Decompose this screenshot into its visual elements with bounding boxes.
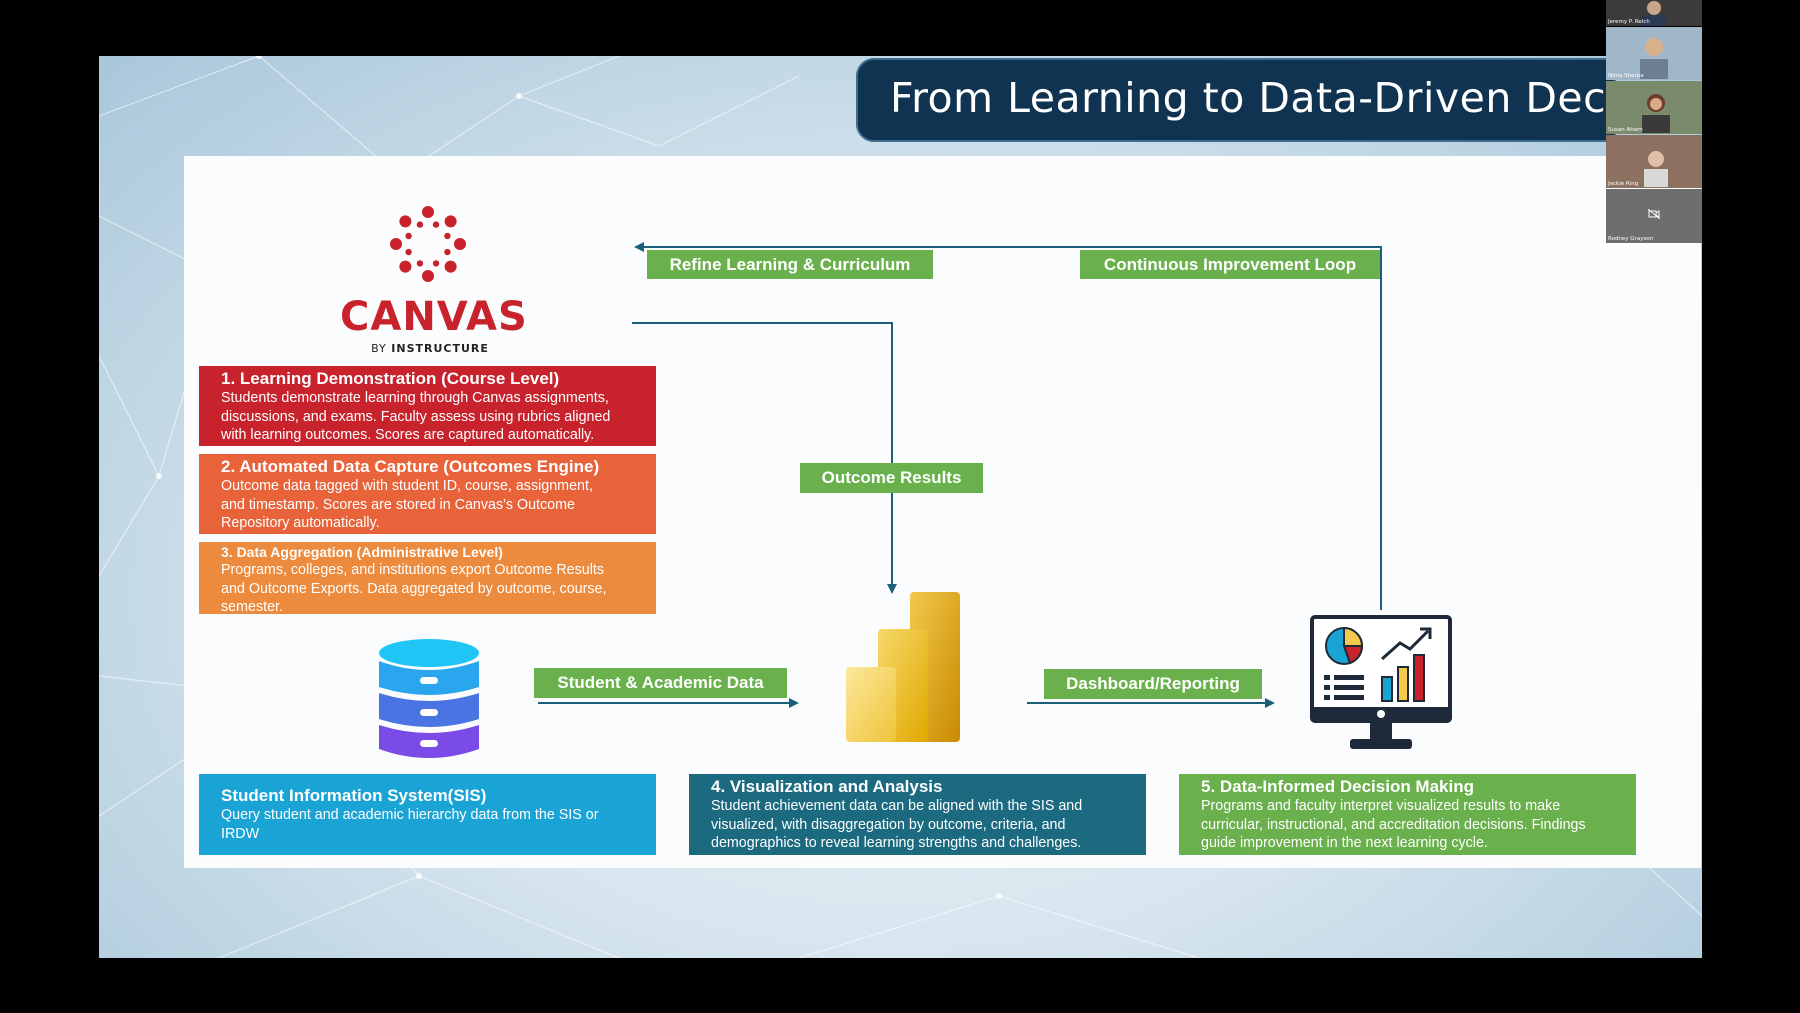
data-aggregation-line-2: and Outcome Exports. Data aggregated by … [221, 580, 607, 597]
canvas-byline: BY INSTRUCTURE [340, 342, 520, 355]
data-aggregation-line-1: Programs, colleges, and institutions exp… [221, 562, 605, 578]
canvas-logo-dot [432, 260, 440, 267]
participant-name: Jackie Ring [1608, 181, 1639, 187]
decision-box: 5. Data-Informed Decision Making Program… [1179, 774, 1636, 855]
participant-name: Rodney Grayson [1608, 236, 1654, 242]
data-capture-line-2: and timestamp. Scores are stored in Canv… [221, 496, 575, 513]
visualization-line-2: visualized, with disaggregation by outco… [711, 816, 1066, 833]
participant-tile[interactable]: Rodney Grayson [1606, 189, 1702, 243]
camera-off-icon [1648, 209, 1660, 219]
canvas-wordmark: CANVAS [340, 294, 528, 340]
visualization-line-3: demographics to reveal learning strength… [711, 835, 1082, 851]
canvas-logo-dot [416, 260, 424, 267]
dashboard-monitor-icon [1310, 615, 1452, 749]
visualization-heading: 4. Visualization and Analysis [711, 777, 943, 796]
canvas-logo-dot [454, 238, 466, 250]
data-aggregation-heading: 3. Data Aggregation (Administrative Leve… [221, 544, 503, 560]
learning-demonstration-line-1: Students demonstrate learning through Ca… [221, 390, 609, 406]
sis-line-1: Query student and academic hierarchy dat… [221, 807, 599, 823]
participant-tile[interactable]: Jeremy P. Reich [1606, 0, 1702, 26]
decision-heading: 5. Data-Informed Decision Making [1201, 777, 1474, 796]
participant-video-icon [1642, 1, 1666, 26]
decision-line-1: Programs and faculty interpret visualize… [1201, 798, 1561, 814]
canvas-logo-dot [399, 260, 412, 273]
slide-title: From Learning to Data-Driven Decis [890, 74, 1616, 122]
canvas-logo-dot [405, 232, 412, 240]
sis-box: Student Information System(SIS) Query st… [199, 774, 656, 855]
participant-tiles: Jeremy P. Reich Nima Sherpa Susan Ahern … [1606, 0, 1702, 243]
participant-name: Nima Sherpa [1608, 73, 1644, 79]
canvas-logo-dot [444, 232, 451, 240]
participant-tile[interactable]: Jackie Ring [1606, 135, 1702, 188]
student-academic-data-tag: Student & Academic Data [534, 668, 787, 698]
visualization-box: 4. Visualization and Analysis Student ac… [689, 774, 1146, 855]
data-aggregation-box: 3. Data Aggregation (Administrative Leve… [199, 542, 656, 614]
sis-heading: Student Information System(SIS) [221, 786, 487, 805]
canvas-logo-dot [444, 260, 457, 273]
canvas-logo-dot [399, 215, 412, 228]
slide-title-bar: From Learning to Data-Driven Decis [856, 58, 1616, 142]
canvas-logo-dot [432, 221, 440, 228]
visualization-line-1: Student achievement data can be aligned … [711, 798, 1083, 814]
learning-demonstration-box: 1. Learning Demonstration (Course Level)… [199, 366, 656, 446]
canvas-logo-icon [390, 206, 466, 282]
data-aggregation-line-3: semester. [221, 599, 283, 614]
canvas-by: BY [371, 342, 387, 355]
canvas-brand: INSTRUCTURE [391, 342, 489, 355]
database-icon [379, 639, 479, 758]
sis-line-2: IRDW [221, 825, 260, 842]
loop-arrow [634, 242, 1382, 610]
participant-tile[interactable]: Susan Ahern [1606, 81, 1702, 134]
dashboard-reporting-tag: Dashboard/Reporting [1044, 669, 1262, 699]
participant-name: Susan Ahern [1608, 127, 1643, 133]
canvas-logo-dot [422, 206, 434, 218]
canvas-logo-dot [390, 238, 402, 250]
canvas-logo-dot [444, 215, 457, 228]
data-capture-line-1: Outcome data tagged with student ID, cou… [221, 478, 593, 494]
canvas-logo-dot [422, 270, 434, 282]
outcome-arrow [632, 322, 897, 594]
participant-video-icon [1640, 38, 1668, 79]
outcome-results-tag: Outcome Results [800, 463, 983, 493]
canvas-logo-dot [444, 248, 451, 256]
canvas-logo-dot [416, 221, 424, 228]
participant-tile[interactable]: Nima Sherpa [1606, 27, 1702, 80]
learning-demonstration-heading: 1. Learning Demonstration (Course Level) [221, 369, 560, 388]
data-capture-box: 2. Automated Data Capture (Outcomes Engi… [199, 454, 656, 534]
decision-line-2: curricular, instructional, and accredita… [1201, 816, 1586, 833]
decision-line-3: guide improvement in the next learning c… [1201, 835, 1488, 851]
power-bi-icon [846, 592, 960, 742]
participant-name: Jeremy P. Reich [1608, 19, 1650, 25]
participant-video-icon [1644, 151, 1668, 187]
data-capture-heading: 2. Automated Data Capture (Outcomes Engi… [221, 457, 600, 476]
canvas-logo-dot [405, 248, 412, 256]
learning-demonstration-line-3: with learning outcomes. Scores are captu… [221, 427, 595, 443]
participant-video-icon [1642, 94, 1670, 133]
learning-demonstration-line-2: discussions, and exams. Faculty assess u… [221, 408, 611, 425]
continuous-improvement-tag: Continuous Improvement Loop [1080, 250, 1380, 279]
data-capture-line-3: Repository automatically. [221, 515, 380, 531]
refine-learning-tag: Refine Learning & Curriculum [647, 250, 933, 279]
